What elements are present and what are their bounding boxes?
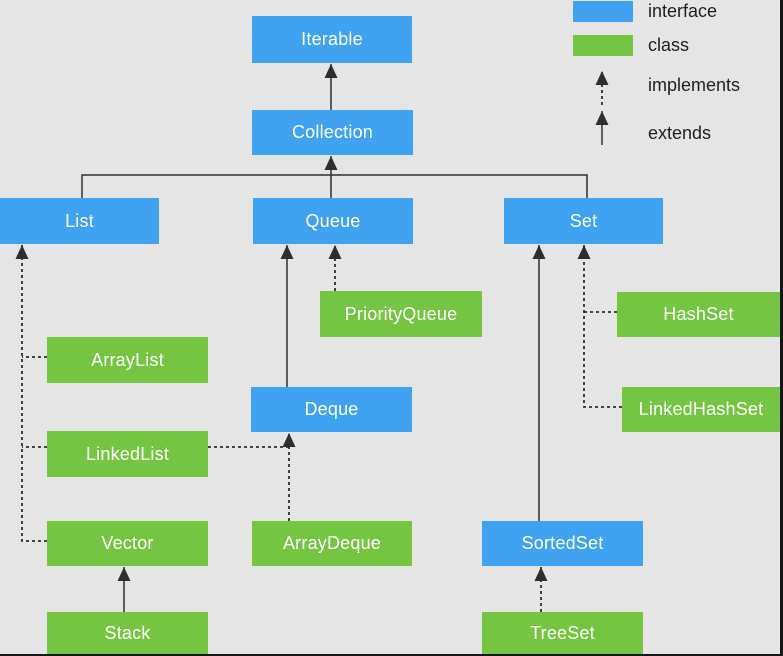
edge-linkedhashset-implements-set bbox=[583, 245, 622, 408]
arrowhead-icon-sortedset-extends-set bbox=[532, 245, 546, 259]
legend-extends-label: extends bbox=[648, 122, 712, 143]
arrowhead-icon-queue-extends-collection bbox=[324, 156, 338, 170]
legend-class-swatch bbox=[573, 35, 633, 56]
arrowhead-icon-collection-extends-iterable bbox=[324, 64, 338, 78]
arrowhead-icon-vector-implements-list bbox=[15, 245, 29, 259]
arrowhead-icon-legend-implements-arrow bbox=[595, 71, 609, 85]
arrowhead-icon-arraydeque-implements-deque bbox=[282, 433, 296, 447]
arrowhead-icon-legend-extends-arrow bbox=[595, 111, 609, 125]
legend-implements-label: implements bbox=[648, 74, 741, 95]
legend-interface-swatch bbox=[573, 1, 633, 22]
arrowhead-icon-priorityqueue-implements-queue bbox=[328, 245, 342, 259]
edge-vector-implements-list bbox=[21, 245, 47, 542]
arrowhead-icon-treeset-implements-sortedset bbox=[534, 567, 548, 581]
arrowhead-icon-deque-extends-queue bbox=[280, 245, 294, 259]
arrowhead-icon-linkedhashset-implements-set bbox=[577, 245, 591, 259]
legend-class-label: class bbox=[648, 34, 690, 55]
arrowhead-icon-stack-extends-vector bbox=[117, 567, 131, 581]
legend-interface-label: interface bbox=[648, 0, 718, 21]
edge-list-queue-set-connector bbox=[81, 174, 588, 198]
